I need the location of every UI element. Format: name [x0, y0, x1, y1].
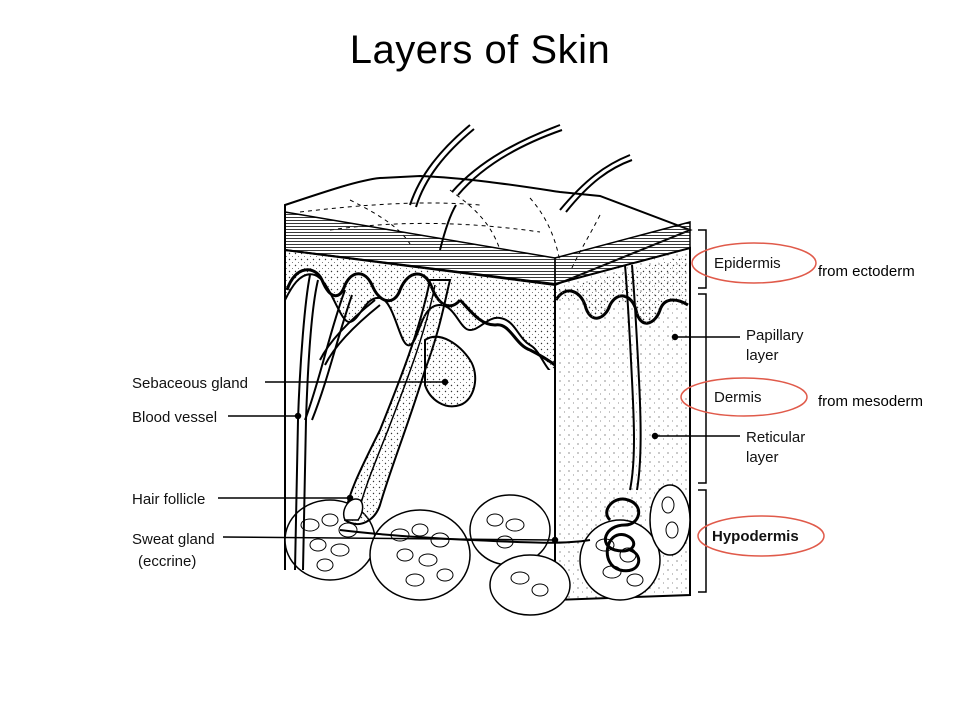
label-reticular-1: Reticular	[746, 429, 805, 446]
label-papillary-2: layer	[746, 347, 779, 364]
left-pointer-lines	[218, 378, 559, 544]
label-hypodermis: Hypodermis	[712, 528, 799, 545]
label-sebaceous-gland: Sebaceous gland	[132, 375, 248, 392]
label-sweat-gland: Sweat gland	[132, 531, 215, 548]
skin-block-top	[284, 174, 693, 287]
label-reticular-2: layer	[746, 449, 779, 466]
hair-shafts	[409, 124, 633, 251]
label-hair-follicle: Hair follicle	[132, 491, 205, 508]
origin-mesoderm: from mesoderm	[818, 393, 923, 410]
label-papillary-1: Papillary	[746, 327, 804, 344]
label-blood-vessel: Blood vessel	[132, 409, 217, 426]
page-title: Layers of Skin	[349, 28, 611, 72]
dermis-highlight	[680, 377, 808, 417]
sebaceous-gland	[424, 335, 477, 408]
blood-vessel	[294, 274, 381, 571]
sweat-gland	[339, 264, 642, 573]
hypodermis-highlight	[697, 515, 825, 557]
origin-ectoderm: from ectoderm	[818, 263, 915, 280]
highlight-circles	[680, 242, 825, 557]
label-epidermis: Epidermis	[714, 255, 781, 272]
epidermis-highlight	[691, 242, 817, 284]
right-pointer-lines	[651, 333, 740, 440]
layer-brackets	[698, 229, 707, 593]
skin-block-front	[284, 205, 556, 570]
label-dermis: Dermis	[714, 389, 762, 406]
label-sweat-gland-sub: (eccrine)	[138, 553, 196, 570]
